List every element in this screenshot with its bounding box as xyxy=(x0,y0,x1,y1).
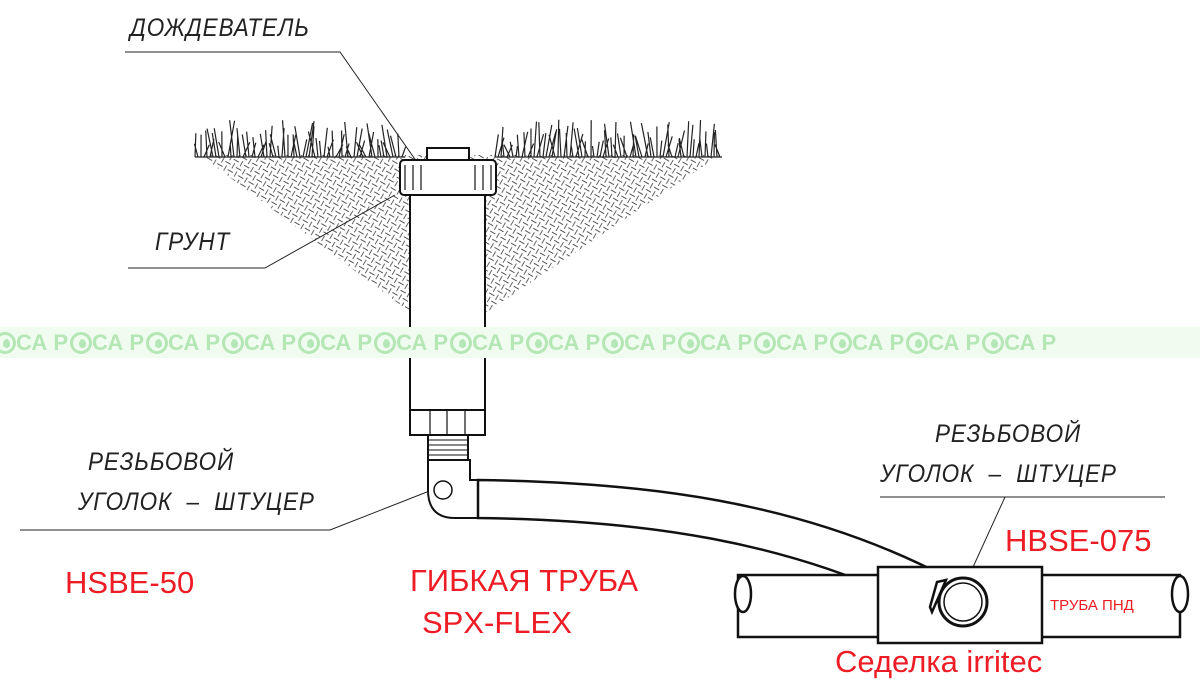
part-saddle: Седелка irritec xyxy=(835,644,1043,679)
watermark-mark: СА Р xyxy=(320,329,373,355)
part-right-fitting: HBSE-075 xyxy=(1005,523,1152,558)
watermark-mark xyxy=(0,331,16,354)
watermark-mark: СА Р xyxy=(852,329,905,355)
part-left-fitting: HSBE-50 xyxy=(65,565,195,600)
label-right-fitting-1: РЕЗЬБОВОЙ xyxy=(935,420,1082,448)
grass xyxy=(193,119,722,158)
watermark-mark: СА Р xyxy=(548,329,601,355)
label-right-fitting-2: УГОЛОК – ШТУЦЕР xyxy=(880,460,1117,488)
watermark-mark xyxy=(982,331,1005,354)
watermark-mark xyxy=(70,331,93,354)
grass-blades xyxy=(193,119,722,158)
part-flex-pipe-2: SPX-FLEX xyxy=(422,605,572,640)
label-left-fitting-1: РЕЗЬБОВОЙ xyxy=(88,448,235,476)
watermark-mark: СА Р xyxy=(472,329,525,355)
watermark-mark: СА Р xyxy=(928,329,981,355)
watermark-mark: СА Р xyxy=(244,329,297,355)
part-flex-pipe-1: ГИБКАЯ ТРУБА xyxy=(410,563,639,598)
watermark-mark: СА Р xyxy=(1004,329,1057,355)
watermark-mark xyxy=(298,331,321,354)
watermark-mark xyxy=(526,331,549,354)
watermark-band: СА Р СА Р СА Р СА Р СА Р СА Р СА Р СА Р СА Р СА Р… xyxy=(0,327,1200,358)
watermark-mark: СА Р xyxy=(624,329,677,355)
watermark-mark xyxy=(906,331,929,354)
watermark-mark: СА Р xyxy=(396,329,449,355)
watermark-mark xyxy=(146,331,169,354)
watermark-mark xyxy=(754,331,777,354)
watermark-mark xyxy=(830,331,853,354)
watermark-mark xyxy=(450,331,473,354)
watermark-mark xyxy=(374,331,397,354)
watermark-mark: СА Р xyxy=(16,329,69,355)
watermark-mark: СА Р xyxy=(168,329,221,355)
watermark-mark: СА Р xyxy=(700,329,753,355)
label-left-fitting-2: УГОЛОК – ШТУЦЕР xyxy=(78,488,315,516)
watermark-mark xyxy=(222,331,245,354)
watermark-mark xyxy=(678,331,701,354)
part-main-pipe: ТРУБА ПНД xyxy=(1050,597,1134,614)
label-sprinkler: ДОЖДЕВАТЕЛЬ xyxy=(130,14,310,42)
watermark-mark xyxy=(602,331,625,354)
sprinkler xyxy=(399,147,497,519)
watermark-mark: СА Р xyxy=(776,329,829,355)
watermark-mark: СА Р xyxy=(92,329,145,355)
main-pipe xyxy=(733,565,1190,645)
label-soil: ГРУНТ xyxy=(155,228,231,256)
